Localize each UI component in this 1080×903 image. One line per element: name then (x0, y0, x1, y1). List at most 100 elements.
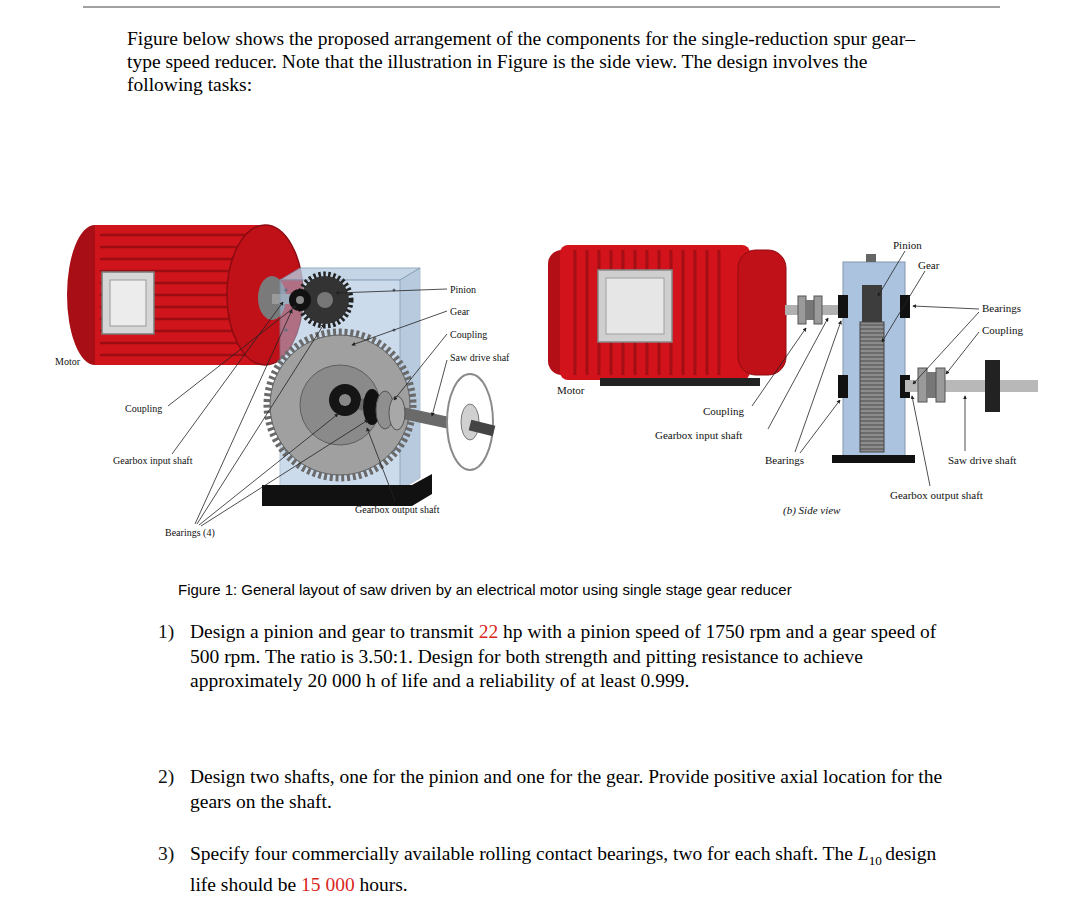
gearbox-housing (262, 474, 432, 506)
leader-line (168, 306, 296, 406)
pinion-drawing (317, 292, 333, 308)
motor-drawing (67, 225, 303, 365)
highlighted-value: 15 000 (301, 874, 355, 895)
motor-side-drawing (548, 245, 840, 386)
gear-drawing (339, 394, 351, 406)
gearbox-side-drawing (843, 262, 905, 456)
gear-drawing (329, 384, 361, 416)
gearbox-housing (280, 268, 420, 280)
pinion-drawing (289, 274, 351, 326)
leader-line (913, 306, 979, 309)
motor-side-drawing (586, 250, 589, 375)
highlighted-value: 22 (479, 621, 499, 642)
leader-line (352, 311, 447, 345)
part-label: Motor (55, 356, 80, 368)
motor-side-drawing (798, 296, 806, 324)
gearbox-side-drawing (866, 254, 876, 262)
motor-side-drawing (706, 250, 709, 375)
part-label: Bearings (982, 302, 1021, 315)
leader-line (336, 289, 447, 293)
motor-side-drawing (606, 278, 664, 334)
leader-line (367, 428, 395, 501)
motor-side-drawing (598, 270, 672, 342)
part-label: Coupling (125, 403, 162, 415)
motor-drawing (110, 280, 146, 326)
part-label: Coupling (450, 329, 487, 341)
part-label: Gear (918, 259, 939, 272)
body-text: L (858, 843, 869, 864)
leader-line (913, 312, 979, 384)
leader-line (965, 396, 966, 451)
part-label: Gearbox output shaft (890, 489, 983, 502)
gearbox-side-drawing (838, 375, 848, 398)
motor-side-drawing (600, 378, 760, 386)
leader-line (195, 310, 292, 524)
body-text: Design two shafts, one for the pinion an… (190, 766, 942, 812)
leader-line (432, 360, 447, 416)
leader-line (199, 414, 338, 525)
gearbox-side-drawing (860, 322, 884, 452)
gearbox-side-drawing (985, 360, 1000, 412)
gearbox-side-drawing (927, 372, 936, 398)
part-label: Gearbox input shaft (113, 455, 192, 467)
part-label: Pinion (893, 239, 922, 252)
figure-caption: Figure 1: General layout of saw driven b… (178, 581, 792, 598)
pinion-drawing (289, 289, 311, 311)
part-label: Pinion (450, 284, 476, 296)
motor-side-drawing (814, 296, 822, 324)
task-text: Specify four commercially available roll… (190, 842, 960, 898)
gearbox-side-drawing (832, 455, 915, 463)
leader-line (946, 332, 979, 374)
pinion-drawing (296, 296, 304, 304)
leader-line (768, 318, 828, 429)
view-label: (b) Side view (783, 504, 840, 517)
motor-drawing (100, 246, 255, 249)
gearbox-side-drawing (936, 368, 945, 402)
gearbox-housing (285, 329, 288, 332)
part-label: Gearbox input shaft (655, 429, 742, 442)
leader-line (878, 251, 905, 296)
part-label: Coupling (982, 324, 1023, 337)
motor-side-drawing (682, 250, 685, 375)
leader-line (201, 420, 368, 526)
leader-line (795, 321, 841, 452)
leader-line (752, 251, 979, 486)
body-text: Figure below shows the proposed arrangem… (127, 28, 915, 95)
rule-line (83, 7, 1000, 8)
motor-side-drawing (560, 245, 750, 380)
gearbox-side-drawing (862, 285, 882, 325)
gearbox-housing (262, 268, 432, 506)
leader-line (168, 289, 447, 526)
leader-line (912, 396, 930, 486)
output-shaft-drawing (389, 396, 405, 430)
leader-line (197, 324, 324, 524)
output-shaft-drawing (447, 374, 493, 470)
motor-side-drawing (694, 250, 697, 375)
motor-side-drawing (806, 300, 814, 320)
leader-line (172, 302, 283, 454)
leader-line (752, 328, 806, 406)
output-shaft-drawing (470, 425, 494, 431)
part-label: Coupling (703, 405, 744, 418)
intro-paragraph: Figure below shows the proposed arrangem… (127, 27, 947, 96)
gear-drawing (300, 365, 380, 445)
part-label: Bearings (765, 454, 804, 467)
gearbox-side-drawing (832, 254, 1038, 463)
task-number: 1) (158, 620, 174, 645)
body-text: Specify four commercially available roll… (190, 843, 853, 864)
body-text: hours. (360, 874, 408, 895)
task-text: Design a pinion and gear to transmit22hp… (190, 620, 955, 694)
gearbox-side-drawing (838, 295, 848, 318)
gearbox-housing (285, 289, 288, 292)
motor-drawing (100, 342, 255, 345)
output-shaft-drawing (360, 374, 494, 470)
part-label: Bearings (4) (165, 527, 215, 539)
motor-side-drawing (718, 250, 721, 375)
part-label: Gear (450, 306, 469, 318)
task-number: 3) (158, 842, 174, 867)
body-text: 10 (869, 853, 882, 868)
motor-drawing (100, 234, 255, 237)
motor-side-drawing (575, 250, 719, 375)
motor-drawing (102, 272, 154, 334)
